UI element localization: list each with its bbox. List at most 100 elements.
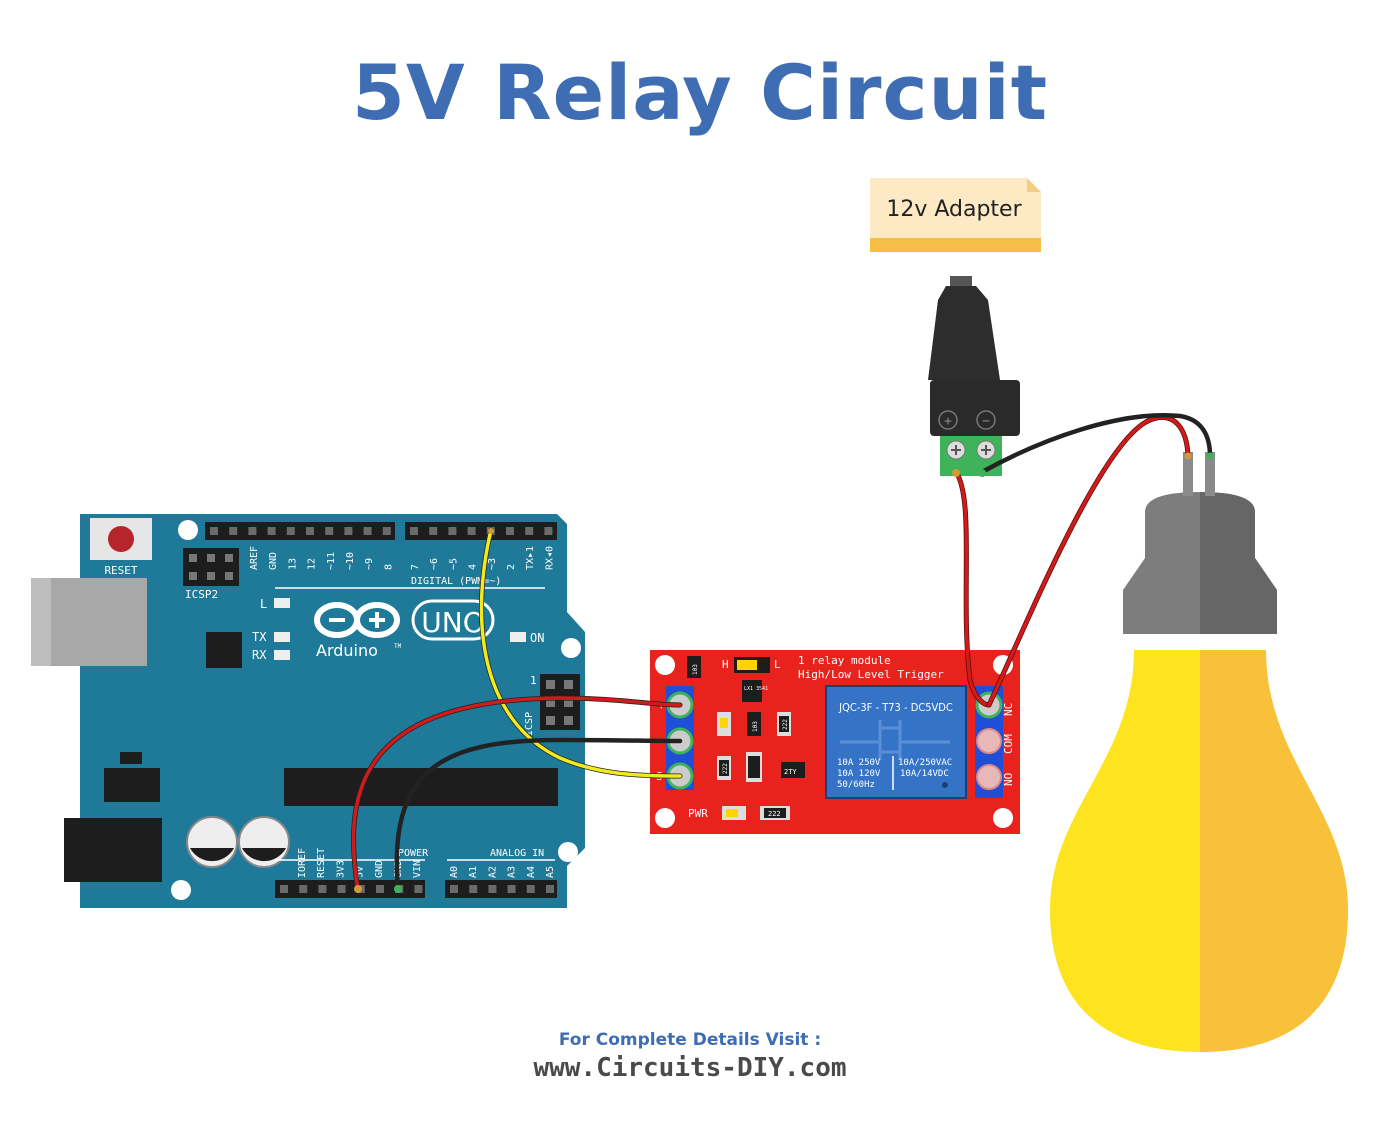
relay-module: 1 relay module High/Low Level Trigger H … xyxy=(650,650,1020,834)
pin-label: 8 xyxy=(383,564,394,570)
pin-label: 13 xyxy=(287,558,298,570)
header-pin xyxy=(229,527,238,535)
pin-label: ~5 xyxy=(448,558,459,570)
pin-label: A1 xyxy=(468,866,479,878)
pin-label: ~10 xyxy=(345,552,356,570)
level-jumper: H L xyxy=(722,657,781,673)
svg-text:TX: TX xyxy=(252,630,267,644)
header-pin xyxy=(410,527,418,535)
header-pin xyxy=(318,885,327,893)
pwr-led: PWR xyxy=(688,806,746,820)
header-pin xyxy=(448,527,457,535)
header-pin xyxy=(248,527,257,535)
microcontroller xyxy=(284,768,558,806)
ic-chip: LX1 3541 xyxy=(742,680,768,702)
relay-block: JQC-3F - T73 - DC5VDC 10A 250V 10A 120V … xyxy=(825,685,967,799)
capacitor-1 xyxy=(186,816,238,868)
header-pin xyxy=(450,885,458,893)
svg-text:NO: NO xyxy=(1002,773,1015,786)
plus-marking: + xyxy=(938,410,958,430)
pin-label: 7 xyxy=(410,564,421,570)
svg-text:+: + xyxy=(944,414,952,429)
light-bulb xyxy=(1050,452,1348,1052)
svg-text:JQC-3F - T73 - DC5VDC: JQC-3F - T73 - DC5VDC xyxy=(838,701,953,714)
power-label: POWER xyxy=(398,848,429,859)
header-pin xyxy=(506,527,514,535)
svg-text:L: L xyxy=(260,597,267,611)
resistor-4: 222 xyxy=(717,756,731,780)
analog-label: ANALOG IN xyxy=(490,848,544,859)
header-pin xyxy=(414,885,423,893)
pin-label: 4 xyxy=(468,564,479,570)
svg-text:RESET: RESET xyxy=(104,564,137,577)
pin-label: IOREF xyxy=(297,848,308,878)
pin-label: RESET xyxy=(316,848,327,878)
header-pin xyxy=(376,885,384,893)
header-pin xyxy=(344,527,353,535)
header-pin xyxy=(306,527,314,535)
led-on: ON xyxy=(510,631,544,645)
svg-text:TM: TM xyxy=(394,643,402,650)
header-pin xyxy=(544,527,553,535)
reset-button: RESET xyxy=(90,518,152,577)
header-pin xyxy=(546,885,554,893)
svg-text:10A 250V: 10A 250V xyxy=(837,758,881,768)
output-terminal: NC COM NO xyxy=(975,686,1015,798)
resistor-5: 222 xyxy=(760,806,790,820)
arduino-logo: Arduino TM UNO xyxy=(314,599,495,660)
svg-text:103: 103 xyxy=(692,664,699,675)
usb-chip xyxy=(206,632,242,668)
svg-text:−: − xyxy=(982,414,990,429)
pin-label: 5V xyxy=(355,866,366,878)
header-pin xyxy=(210,527,218,535)
icsp2-header: ICSP2 xyxy=(183,548,239,601)
resistor-2: 103 xyxy=(747,712,761,736)
svg-text:103: 103 xyxy=(752,721,759,732)
pin-label: RX◂0 xyxy=(544,546,555,570)
wires xyxy=(351,413,1214,893)
capacitor-2 xyxy=(238,816,290,868)
header-pin xyxy=(286,527,295,535)
svg-text:ON: ON xyxy=(530,631,544,645)
svg-text:UNO: UNO xyxy=(421,606,484,639)
svg-text:222: 222 xyxy=(782,719,789,730)
power-header xyxy=(275,880,425,898)
pin-label: 12 xyxy=(307,558,318,570)
svg-text:H: H xyxy=(722,658,729,671)
header-pin xyxy=(488,885,497,893)
svg-text:RX: RX xyxy=(252,648,267,662)
svg-text:1: 1 xyxy=(530,674,537,687)
header-pin xyxy=(429,527,438,535)
footer-website-link[interactable]: www.Circuits-DIY.com xyxy=(533,1053,847,1083)
pin-label: TX▸1 xyxy=(525,546,536,570)
analog-header xyxy=(445,880,557,898)
icsp-header: 1 ICSP xyxy=(524,674,580,736)
minus-marking: − xyxy=(976,410,996,430)
voltage-regulator xyxy=(104,752,160,802)
resistor-top: 103 xyxy=(687,656,701,678)
pin-label: GND xyxy=(374,860,385,878)
pin-label: A0 xyxy=(449,866,460,878)
adapter-label: 12v Adapter xyxy=(886,197,1022,222)
header-pin xyxy=(526,885,535,893)
svg-text:PWR: PWR xyxy=(688,807,708,820)
led-rx: RX xyxy=(252,648,290,662)
header-pin xyxy=(337,885,346,893)
transistor: 2TY xyxy=(781,762,805,778)
wire-adapter-minus xyxy=(979,413,1213,475)
header-pin xyxy=(469,885,478,893)
svg-text:10A/14VDC: 10A/14VDC xyxy=(900,769,949,779)
digital-header-left xyxy=(205,522,395,540)
svg-text:222: 222 xyxy=(722,763,729,774)
pin-label: A4 xyxy=(526,866,537,878)
pin-label: A2 xyxy=(487,866,498,878)
footer-visit-text: For Complete Details Visit : xyxy=(558,1030,822,1050)
header-pin xyxy=(507,885,516,893)
pin-label: A3 xyxy=(507,866,518,878)
svg-text:2TY: 2TY xyxy=(784,768,797,776)
pin-label: A5 xyxy=(545,866,556,878)
svg-text:ICSP: ICSP xyxy=(524,712,535,736)
led-l: L xyxy=(260,597,290,611)
